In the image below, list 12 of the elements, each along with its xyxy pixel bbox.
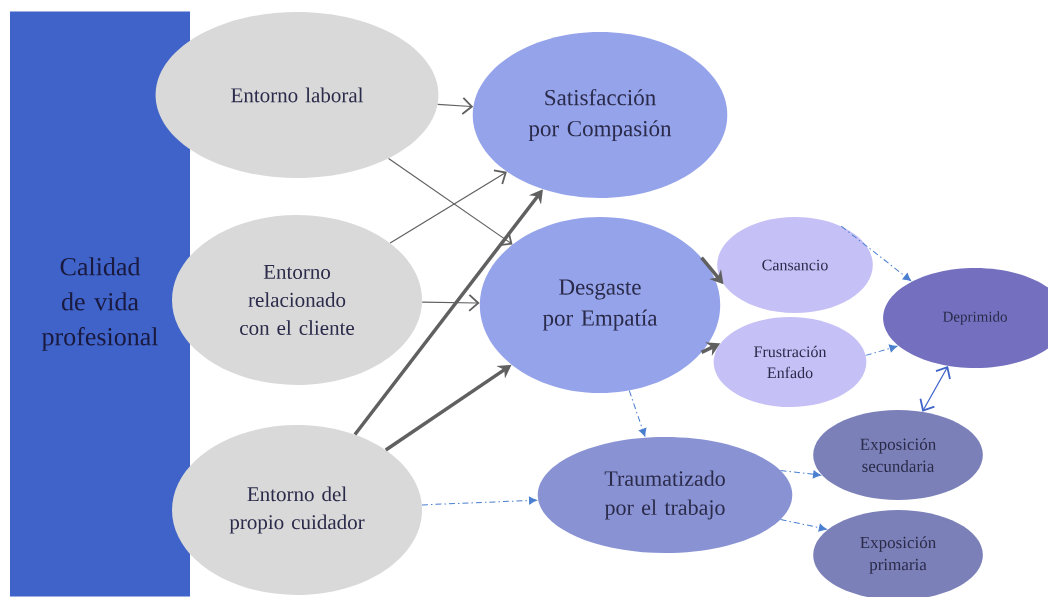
arrow <box>421 496 537 506</box>
side-band: Calidad de vida profesional <box>10 11 190 597</box>
arrow <box>919 366 951 412</box>
arrow <box>780 469 821 479</box>
arrow <box>865 344 898 356</box>
arrow <box>421 293 480 312</box>
arrow <box>437 97 474 115</box>
arrow <box>389 169 507 244</box>
arrow <box>387 157 513 246</box>
arrow <box>628 390 647 437</box>
arrow <box>840 225 912 281</box>
arrow <box>780 519 827 532</box>
